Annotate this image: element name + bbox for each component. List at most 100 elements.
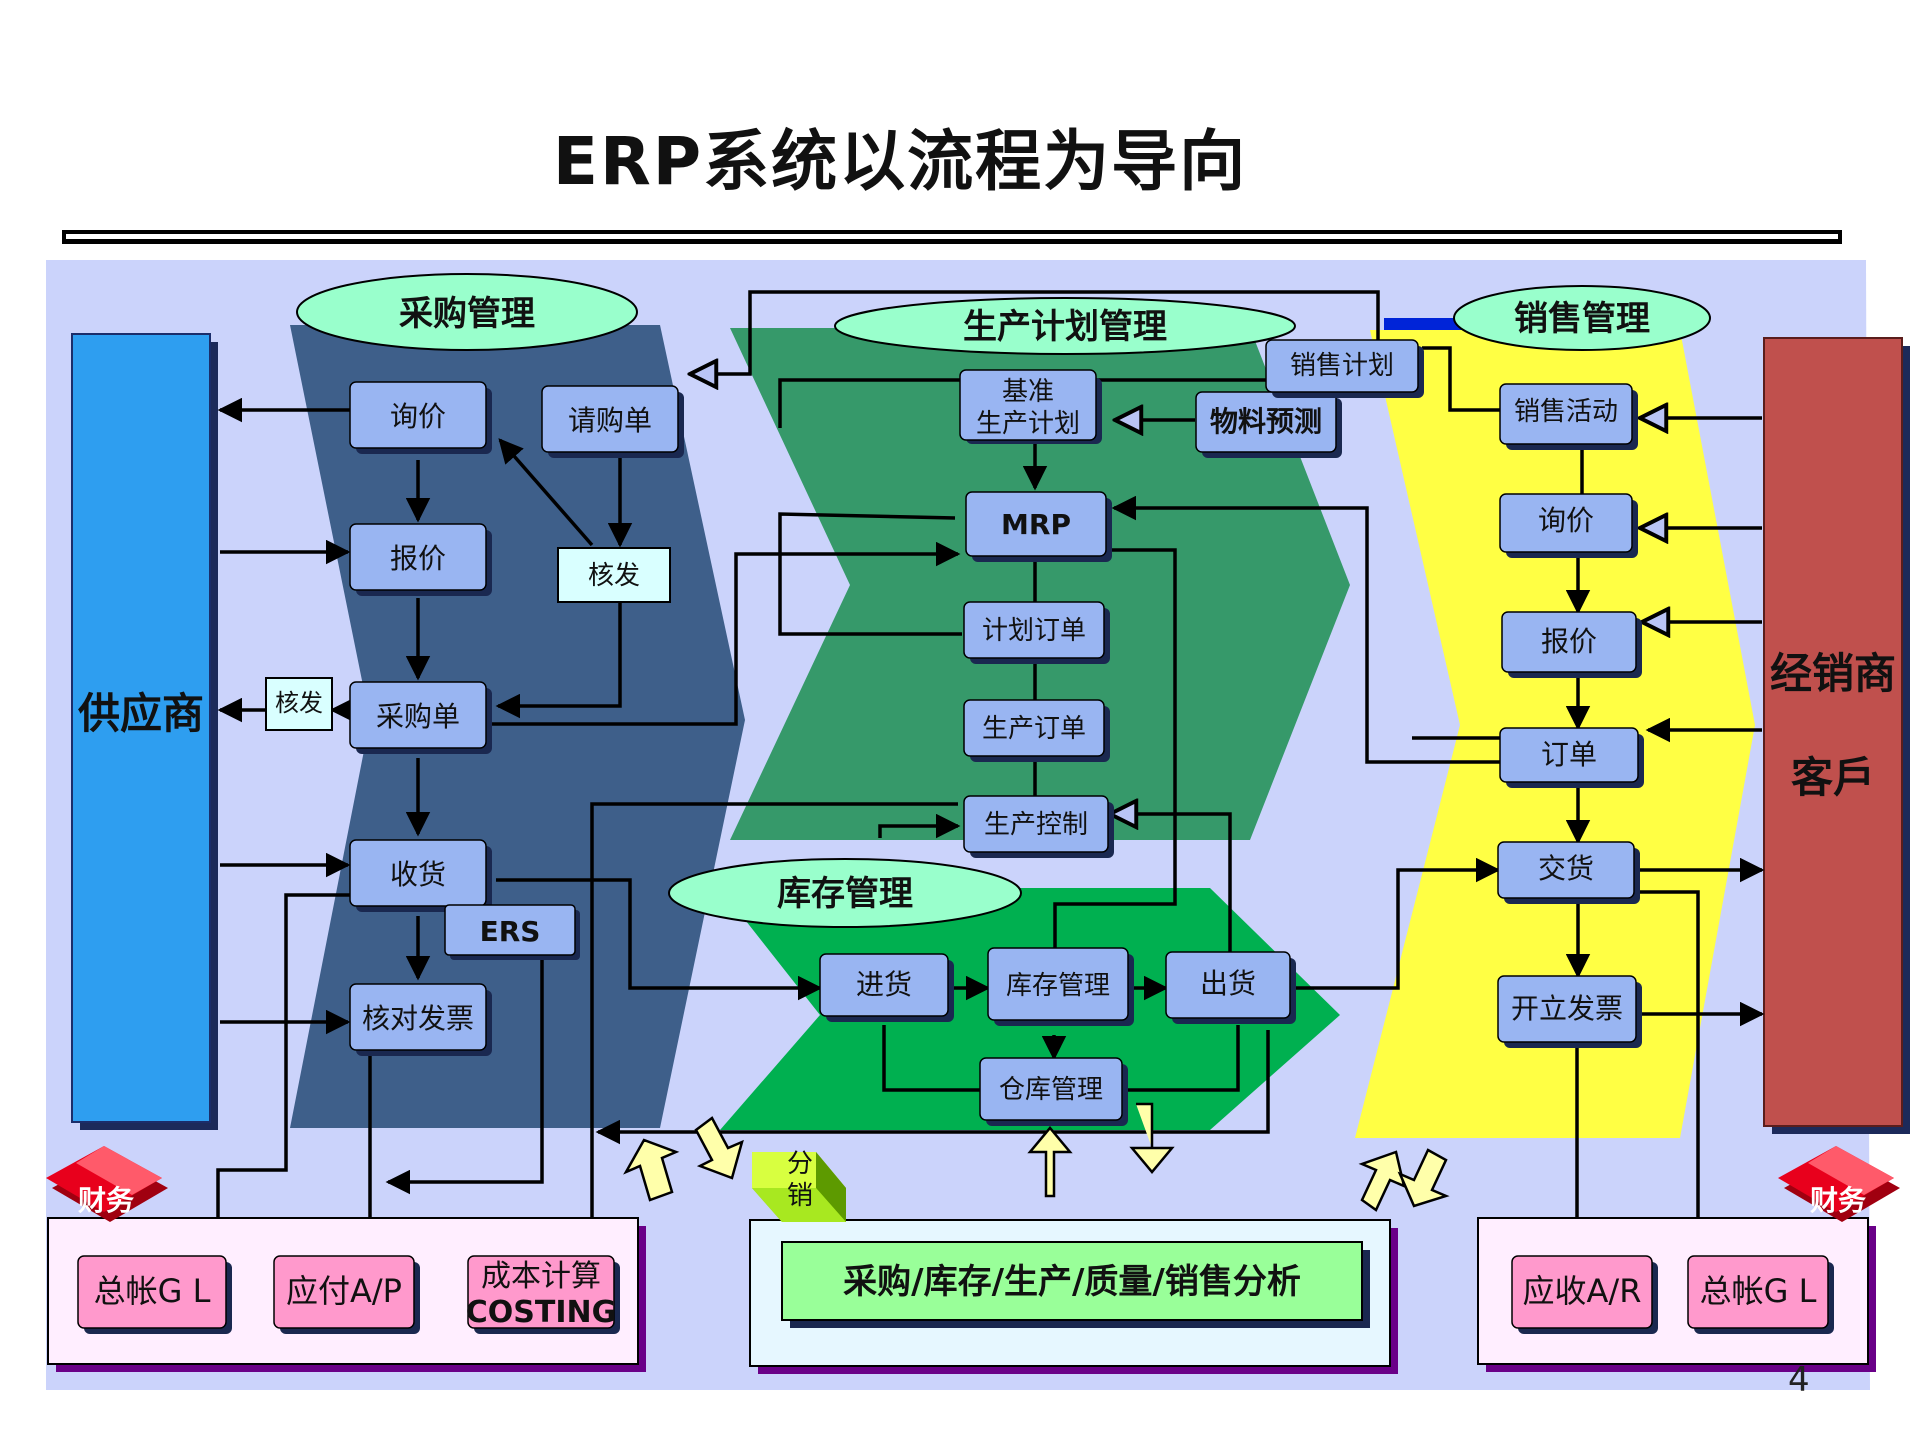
block-arrow-up-right bbox=[1358, 1150, 1406, 1212]
label-ers: ERS bbox=[480, 915, 541, 948]
node-sales-activity: 销售活动 bbox=[1499, 383, 1638, 450]
node-inventory-mgmt: 库存管理 bbox=[987, 947, 1134, 1026]
label-sales-activity: 销售活动 bbox=[1514, 397, 1618, 427]
node-ers: ERS bbox=[444, 904, 580, 960]
label-costing-line1: 成本计算 bbox=[481, 1259, 601, 1294]
label-costing-line2: COSTING bbox=[466, 1295, 616, 1330]
block-arrow-down-right bbox=[1397, 1148, 1450, 1208]
finance-badge-right: 财务 bbox=[1778, 1146, 1900, 1222]
finance-badge-left: 财务 bbox=[46, 1146, 168, 1222]
section-label-inventory: 库存管理 bbox=[777, 874, 913, 914]
finance-badge-left-label: 财务 bbox=[78, 1184, 134, 1217]
label-approve-side: 核发 bbox=[275, 689, 323, 717]
label-analysis: 采购/库存/生产/质量/销售分析 bbox=[843, 1262, 1301, 1302]
node-planned-order: 计划订单 bbox=[963, 601, 1110, 664]
ledger-costing: 成本计算 COSTING bbox=[466, 1255, 620, 1334]
node-purchasing-inquiry: 询价 bbox=[349, 381, 492, 454]
label-production-control: 生产控制 bbox=[984, 810, 1088, 840]
section-oval-production: 生产计划管理 bbox=[834, 297, 1296, 355]
label-gl-right: 总帐G L bbox=[1700, 1272, 1817, 1310]
label-material-forecast: 物料预测 bbox=[1210, 405, 1322, 438]
page-number: 4 bbox=[1788, 1360, 1810, 1400]
node-mps: 基准 生产计划 bbox=[959, 369, 1102, 444]
label-purchasing-quote: 报价 bbox=[390, 542, 446, 575]
label-planned-order: 计划订单 bbox=[982, 616, 1086, 646]
node-order: 订单 bbox=[1499, 727, 1644, 788]
analysis-badge-line2: 销 bbox=[787, 1181, 813, 1211]
ledger-gl-left: 总帐G L bbox=[77, 1255, 232, 1334]
ledger-ap: 应付A/P bbox=[273, 1255, 420, 1334]
node-sales-plan: 销售计划 bbox=[1265, 339, 1424, 398]
finance-badge-right-label: 财务 bbox=[1810, 1184, 1866, 1217]
node-purchase-order: 采购单 bbox=[349, 681, 492, 754]
sales-band-blue-bar bbox=[1384, 318, 1464, 330]
section-oval-purchasing: 采购管理 bbox=[296, 273, 638, 351]
label-sales-quote: 报价 bbox=[1541, 625, 1597, 658]
label-approve: 核发 bbox=[588, 561, 640, 591]
node-warehouse-mgmt: 仓库管理 bbox=[979, 1057, 1128, 1126]
section-label-purchasing: 采购管理 bbox=[399, 294, 535, 334]
node-approve: 核发 bbox=[557, 547, 671, 603]
node-delivery: 交货 bbox=[1497, 841, 1640, 904]
dealer-label-line2: 客戶 bbox=[1791, 753, 1875, 802]
node-mrp: MRP bbox=[965, 491, 1112, 562]
block-arrows bbox=[623, 1102, 1450, 1212]
label-ar: 应收A/R bbox=[1523, 1272, 1642, 1310]
analysis-badge: 分 销 bbox=[752, 1149, 846, 1222]
connectors bbox=[205, 290, 1765, 1251]
node-material-forecast: 物料预测 bbox=[1195, 391, 1342, 458]
node-receiving: 收货 bbox=[349, 839, 492, 912]
section-oval-sales: 销售管理 bbox=[1453, 285, 1711, 351]
supplier-label: 供应商 bbox=[78, 689, 204, 738]
label-sales-plan: 销售计划 bbox=[1290, 351, 1394, 381]
label-inventory-mgmt: 库存管理 bbox=[1006, 971, 1110, 1001]
label-stock-out: 出货 bbox=[1200, 967, 1256, 1000]
block-arrow-up-center bbox=[1027, 1126, 1073, 1198]
label-gl-left: 总帐G L bbox=[94, 1272, 211, 1310]
label-order: 订单 bbox=[1541, 738, 1597, 771]
label-purchasing-inquiry: 询价 bbox=[390, 400, 446, 433]
block-arrow-down-center bbox=[1129, 1102, 1175, 1174]
label-purchase-order: 采购单 bbox=[376, 700, 460, 733]
label-stock-in: 进货 bbox=[856, 968, 912, 1001]
ledger-gl-right: 总帐G L bbox=[1687, 1255, 1834, 1334]
label-receiving: 收货 bbox=[390, 858, 446, 891]
node-invoice: 开立发票 bbox=[1497, 975, 1642, 1048]
header-rule bbox=[62, 230, 1842, 244]
block-arrow-down-left bbox=[694, 1116, 744, 1180]
section-label-production: 生产计划管理 bbox=[963, 307, 1167, 347]
label-mps-line1: 基准 bbox=[1002, 377, 1054, 407]
label-mps-line2: 生产计划 bbox=[976, 409, 1080, 439]
node-sales-inquiry: 询价 bbox=[1499, 493, 1638, 558]
label-invoice: 开立发票 bbox=[1511, 992, 1623, 1025]
label-warehouse-mgmt: 仓库管理 bbox=[999, 1075, 1103, 1105]
node-purchasing-quote: 报价 bbox=[349, 523, 492, 596]
label-production-order: 生产订单 bbox=[982, 714, 1086, 744]
label-delivery: 交货 bbox=[1538, 852, 1594, 885]
section-oval-inventory: 库存管理 bbox=[668, 858, 1022, 928]
analysis-box: 采购/库存/生产/质量/销售分析 bbox=[781, 1241, 1370, 1328]
analysis-badge-line1: 分 bbox=[787, 1149, 813, 1179]
node-requisition: 请购单 bbox=[541, 385, 684, 458]
label-requisition: 请购单 bbox=[568, 404, 652, 437]
ledger-ar: 应收A/R bbox=[1511, 1255, 1658, 1334]
section-label-sales: 销售管理 bbox=[1514, 299, 1650, 339]
node-approve-side: 核发 bbox=[265, 677, 333, 731]
node-stock-out: 出货 bbox=[1165, 951, 1296, 1024]
node-production-order: 生产订单 bbox=[963, 699, 1110, 762]
page-title: ERP系统以流程为导向 bbox=[552, 123, 1248, 200]
production-band bbox=[730, 328, 1350, 840]
node-sales-quote: 报价 bbox=[1501, 611, 1642, 678]
label-mrp: MRP bbox=[1001, 508, 1071, 541]
node-production-control: 生产控制 bbox=[963, 795, 1114, 858]
label-sales-inquiry: 询价 bbox=[1538, 504, 1594, 537]
label-verify-invoice: 核对发票 bbox=[362, 1002, 474, 1035]
supplier-bar bbox=[71, 333, 218, 1130]
dealer-bar bbox=[1763, 337, 1910, 1134]
label-ap: 应付A/P bbox=[286, 1272, 402, 1310]
node-stock-in: 进货 bbox=[819, 953, 954, 1022]
dealer-label-line1: 经销商 bbox=[1770, 649, 1896, 698]
node-verify-invoice: 核对发票 bbox=[349, 983, 492, 1056]
block-arrow-up-left bbox=[623, 1138, 680, 1202]
